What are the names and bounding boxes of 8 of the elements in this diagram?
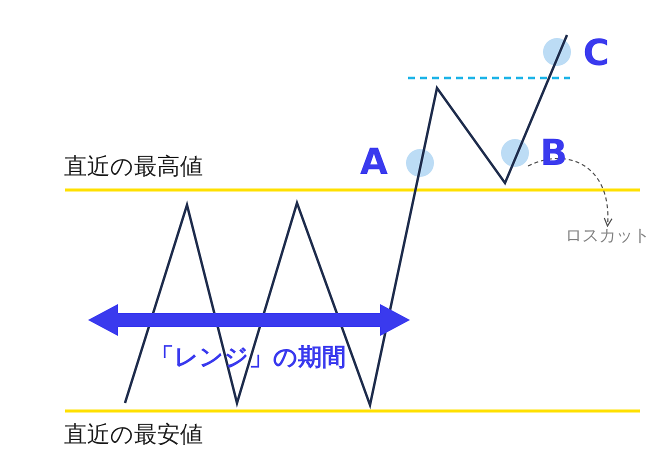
level-label: 直近の最高値: [64, 156, 203, 179]
point-label: C: [583, 36, 610, 72]
level-label: 直近の最安値: [64, 424, 203, 447]
point-label: A: [360, 145, 388, 181]
point-label: B: [540, 136, 568, 172]
period-label: 「レンジ」の期間: [150, 345, 346, 369]
loss-cut-label: ロスカット: [565, 228, 650, 245]
dashed-arrow: [528, 158, 612, 227]
